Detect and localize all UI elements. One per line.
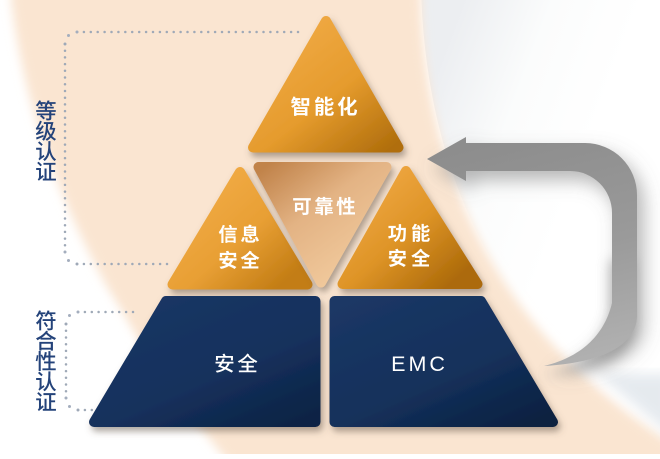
svg-text:EMC: EMC <box>391 352 448 376</box>
